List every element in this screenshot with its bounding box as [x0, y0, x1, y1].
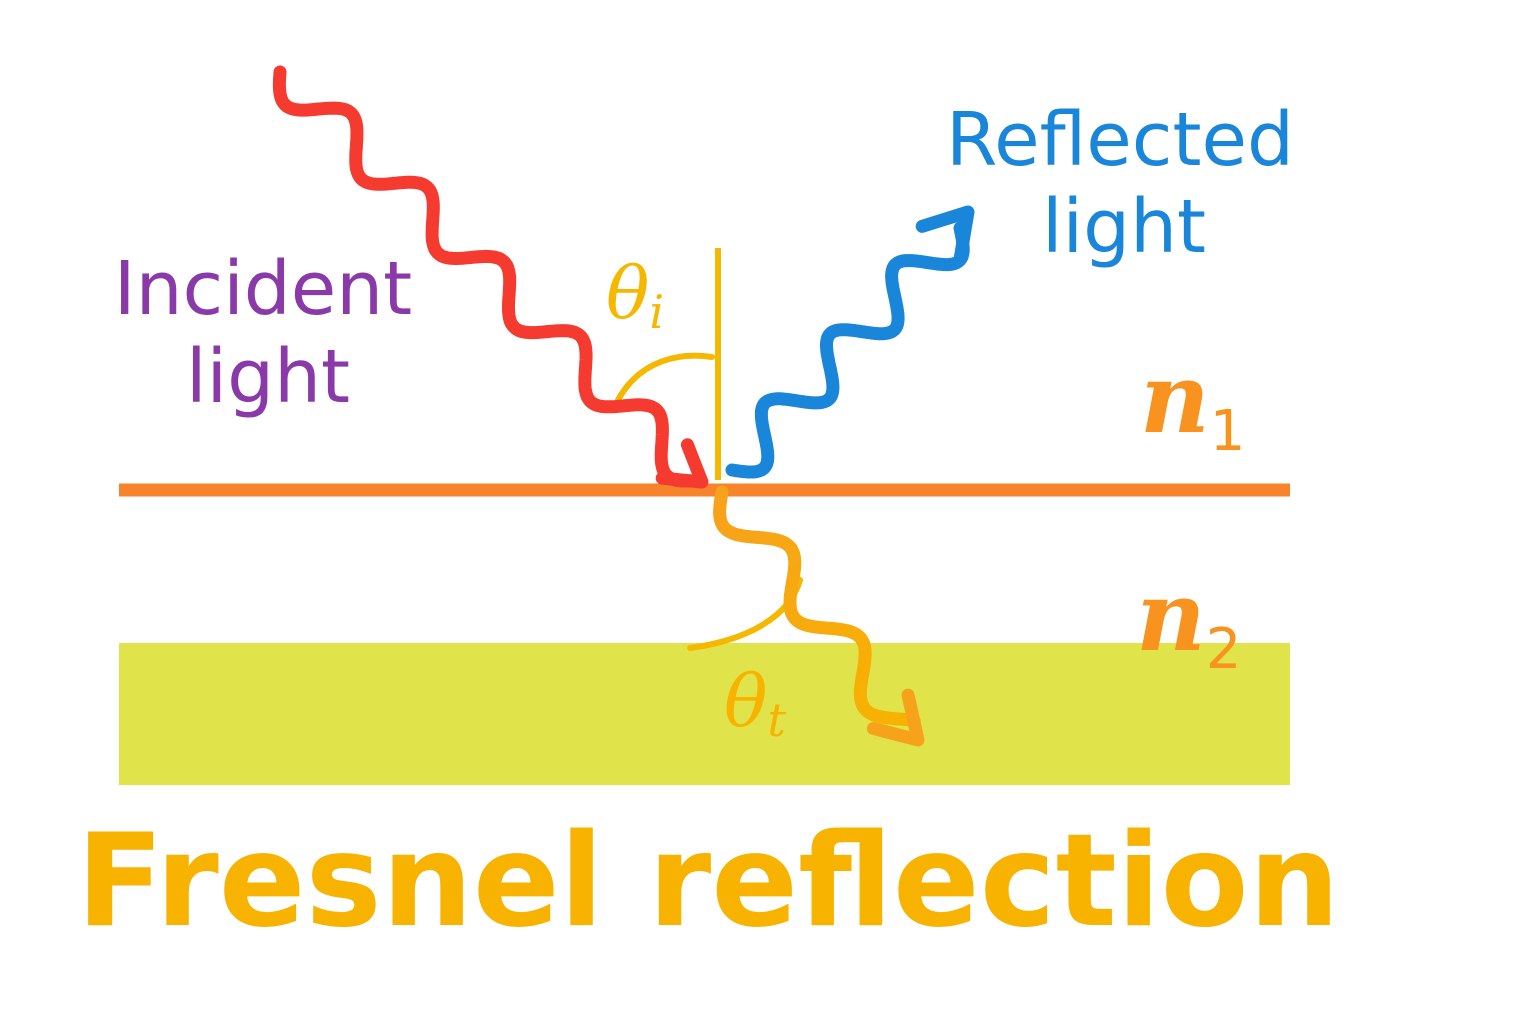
- medium-2-band: [119, 643, 1290, 785]
- incidence-angle-arc: [615, 352, 715, 403]
- n1-label: n1: [1140, 342, 1245, 464]
- transmitted-arrowhead: [866, 688, 925, 747]
- incident-label-line1: Incident: [114, 246, 412, 332]
- incident-label-line2: light: [186, 334, 350, 420]
- theta-i-label: θi: [606, 251, 664, 339]
- incident-wave: [272, 65, 707, 488]
- incident-arrowhead: [655, 438, 709, 489]
- reflected-label-line2: light: [1042, 184, 1206, 270]
- reflected-arrowhead: [915, 205, 975, 266]
- reflected-label-line1: Reflected: [946, 97, 1294, 183]
- diagram-title: Fresnel reflection: [76, 807, 1339, 956]
- n2-label: n2: [1136, 560, 1241, 682]
- transmitted-wave: [713, 485, 921, 728]
- refraction-angle-arc: [687, 577, 803, 651]
- theta-t-label: θt: [724, 659, 786, 747]
- reflected-wave: [725, 221, 970, 479]
